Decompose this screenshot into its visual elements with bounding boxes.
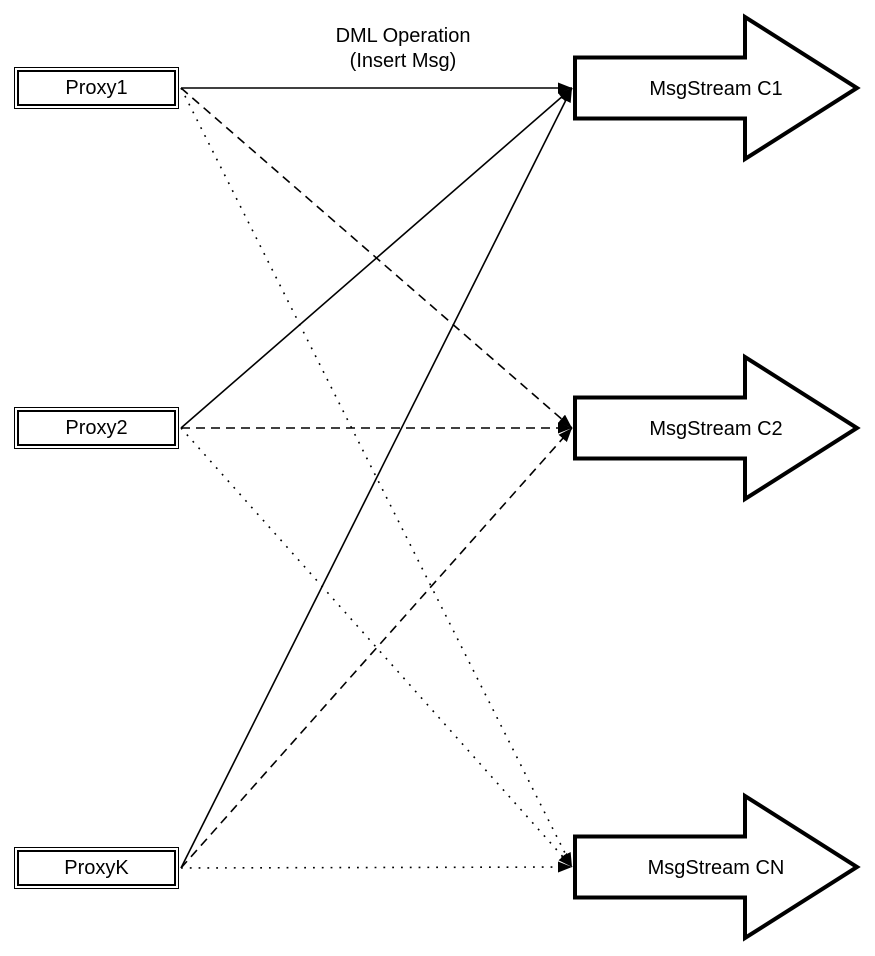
connection-proxy2-cn: [180, 427, 573, 868]
diagram-title-line1: DML Operation: [335, 25, 471, 47]
block-arrow-shape: [573, 13, 861, 163]
msgstream-c2-arrow: MsgStream C2: [573, 353, 861, 503]
proxyk-node: ProxyK: [14, 847, 179, 889]
diagram-title-line2: (Insert Msg): [349, 50, 457, 72]
connection-proxy2-c1: [180, 87, 573, 429]
block-arrow-shape: [573, 353, 861, 503]
proxy2-node: Proxy2: [14, 407, 179, 449]
msgstream-c2-label: MsgStream C2: [649, 418, 782, 440]
proxyk-label: ProxyK: [17, 850, 176, 886]
proxy1-node: Proxy1: [14, 67, 179, 109]
msgstream-cn-arrow: MsgStream CN: [573, 792, 861, 942]
msgstream-cn-label: MsgStream CN: [648, 857, 785, 879]
proxy2-label: Proxy2: [17, 410, 176, 446]
block-arrow-shape: [573, 792, 861, 942]
connection-proxyk-c1: [180, 87, 573, 869]
connection-proxyk-cn: [180, 861, 573, 873]
connection-proxyk-c2: [180, 427, 573, 869]
msgstream-c1-arrow: MsgStream C1: [573, 13, 861, 163]
connections-group: [180, 82, 573, 873]
diagram-title: DML Operation (Insert Msg): [278, 24, 528, 74]
msgstream-c1-label: MsgStream C1: [649, 78, 782, 100]
proxy1-label: Proxy1: [17, 70, 176, 106]
